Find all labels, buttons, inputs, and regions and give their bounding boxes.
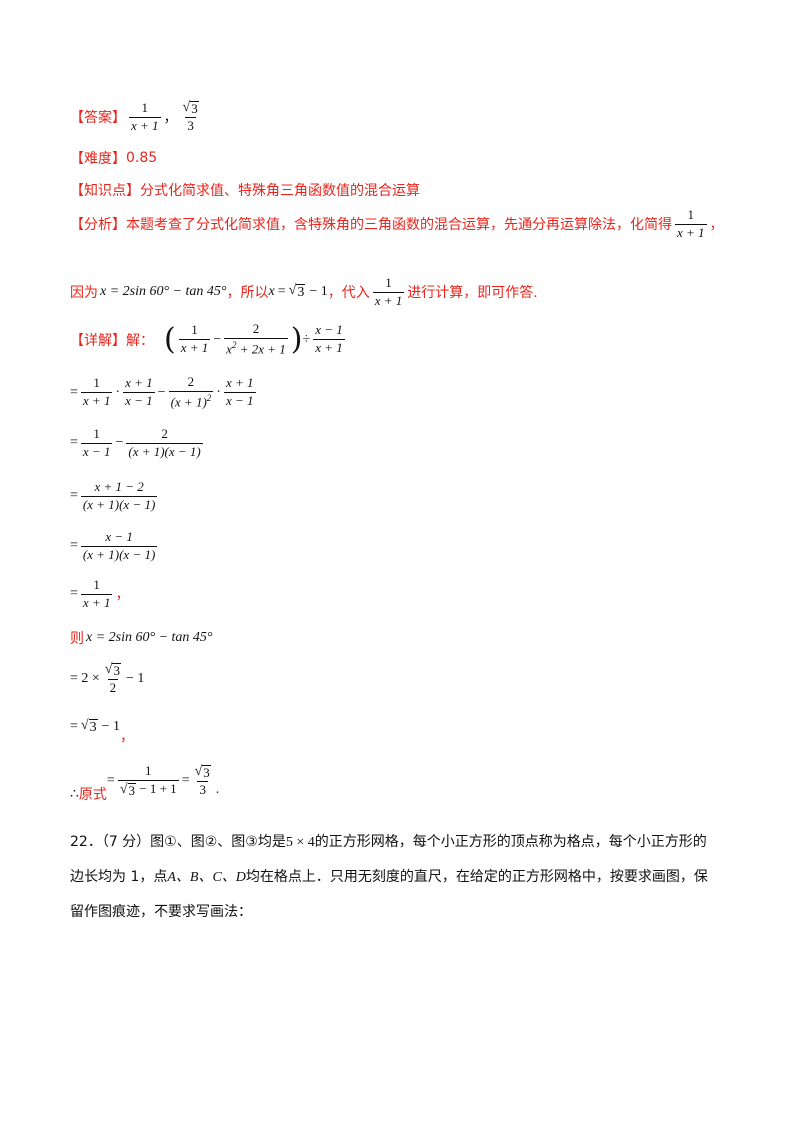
knowledge-label: 【知识点】 xyxy=(70,183,140,199)
detail-l5-frac: 1 x + 1 xyxy=(80,577,113,610)
analysis-expr-x: x = 2sin 60° − tan 45° xyxy=(100,284,227,300)
analysis-fraction-2: 1 x + 1 xyxy=(372,275,405,308)
detail-label: 【详解】 xyxy=(70,332,126,349)
detail-l4-eq: = xyxy=(70,538,78,554)
detail-l1-dot: · xyxy=(115,384,121,400)
detail-l7-frac: √3 2 xyxy=(104,662,121,696)
analysis-text-2d: 进行计算，即可作答. xyxy=(407,285,538,302)
detail-l9-eq-2: = xyxy=(181,773,190,788)
analysis-text-2b: ，所以 xyxy=(226,285,269,302)
detail-l1-dot-2: · xyxy=(216,384,221,400)
problem-22-text-1a: 22．（7 分）图①、图②、图③均是 xyxy=(70,834,286,850)
right-paren: ) xyxy=(290,321,303,357)
detail-l0-minus: − xyxy=(213,331,222,347)
detail-l9-label: 原式 xyxy=(78,787,107,803)
analysis-text-1: 本题考查了分式化简求值，含特殊角的三角函数的混合运算，先通分再运算除法，化简得 xyxy=(126,217,672,234)
detail-line-0: 【详解】 解： ( 1 x + 1 − 2 x2 + 2x + 1 ) ÷ x … xyxy=(70,321,348,357)
detail-line-9: ∴ 原式 = 1 √3 − 1 + 1 = √3 3 . xyxy=(70,758,219,804)
detail-l0-div: ÷ xyxy=(302,331,311,347)
detail-l2-frac-2: 2 (x + 1)(x − 1) xyxy=(126,426,203,459)
analysis-minus-one: − 1 xyxy=(309,284,328,300)
detail-l8-rest: − 1 xyxy=(101,719,120,734)
analysis-text-2c: ，代入 xyxy=(327,285,370,302)
detail-l1-minus: − xyxy=(157,384,166,400)
detail-l2-frac-1: 1 x − 1 xyxy=(80,426,113,459)
detail-line-8: = √3 − 1 ， xyxy=(70,708,134,746)
left-paren: ( xyxy=(164,321,176,357)
detail-l3-eq: = xyxy=(70,488,78,504)
problem-22-grid: 5 × 4 xyxy=(285,835,315,850)
detail-l5-eq: = xyxy=(70,586,78,602)
problem-22-text-1b: 的正方形网格，每个小正方形的顶点称为格点，每个小正方形的 xyxy=(314,834,707,850)
detail-line-4: = x − 1 (x + 1)(x − 1) xyxy=(70,529,160,563)
problem-22-points: A、B、C、D xyxy=(167,870,246,885)
detail-l8-sqrt: √3 xyxy=(80,717,98,735)
detail-l1-eq: = xyxy=(70,384,78,400)
detail-l0-frac-2: 2 x2 + 2x + 1 xyxy=(224,321,288,357)
problem-22-line-2: 边长均为 1，点A、B、C、D均在格点上．只用无刻度的直尺，在给定的正方形网格中… xyxy=(70,860,730,895)
detail-l9-period: . xyxy=(215,782,220,797)
analysis-sqrt: √3 xyxy=(288,283,306,301)
analysis-eq: = xyxy=(277,284,286,300)
analysis-label: 【分析】 xyxy=(70,217,126,234)
analysis-text-2a: 因为 xyxy=(70,285,98,302)
detail-l9-eq: = xyxy=(106,773,115,788)
answer-fraction-1: 1 x + 1 xyxy=(129,99,161,133)
detail-l8-eq: = xyxy=(70,719,78,734)
detail-line-3: = x + 1 − 2 (x + 1)(x − 1) xyxy=(70,479,160,513)
knowledge-line: 【知识点】 分式化简求值、特殊角三角函数值的混合运算 xyxy=(70,180,420,200)
answer-label: 【答案】 xyxy=(70,110,126,127)
detail-l2-eq: = xyxy=(70,435,78,451)
detail-line-1: = 1 x + 1 · x + 1 x − 1 − 2 (x + 1)2 · x… xyxy=(70,374,259,410)
problem-22-line-3: 留作图痕迹，不要求写画法： xyxy=(70,904,252,920)
answer-separator: ， xyxy=(163,110,178,127)
detail-l7-eq: = 2 × xyxy=(70,671,100,687)
detail-l1-frac-3: 2 (x + 1)2 xyxy=(168,374,214,410)
detail-l6-ze: 则 xyxy=(70,631,84,647)
detail-l8-comma: ， xyxy=(120,729,134,745)
detail-l2-minus: − xyxy=(115,435,124,451)
detail-line-2: = 1 x − 1 − 2 (x + 1)(x − 1) xyxy=(70,426,206,460)
problem-22-text-2a: 边长均为 1，点 xyxy=(70,869,168,885)
detail-l5-comma: ， xyxy=(115,587,130,604)
answer-fraction-2: √3 3 xyxy=(182,100,199,134)
analysis-line-1: 【分析】 本题考查了分式化简求值，含特殊角的三角函数的混合运算，先通分再运算除法… xyxy=(70,207,724,241)
problem-22-line-1: 22．（7 分）图①、图②、图③均是5 × 4的正方形网格，每个小正方形的顶点称… xyxy=(70,825,730,860)
answer-line: 【答案】 1 x + 1 ， √3 3 xyxy=(70,100,204,134)
detail-l7-rest: − 1 xyxy=(125,671,145,687)
analysis-fraction: 1 x + 1 xyxy=(675,207,707,240)
detail-line-5: = 1 x + 1 ， xyxy=(70,577,130,611)
detail-line-7: = 2 × √3 2 − 1 xyxy=(70,662,144,696)
detail-l6-expr: x = 2sin 60° − tan 45° xyxy=(86,630,213,645)
detail-l0-frac-3: x − 1 x + 1 xyxy=(313,322,345,356)
detail-l1-frac-1: 1 x + 1 xyxy=(80,375,113,409)
analysis-comma: ， xyxy=(709,217,724,234)
problem-22-text-2b: 均在格点上．只用无刻度的直尺，在给定的正方形网格中，按要求画图，保 xyxy=(245,869,708,885)
detail-l3-frac: x + 1 − 2 (x + 1)(x − 1) xyxy=(80,479,158,512)
detail-l1-frac-2: x + 1 x − 1 xyxy=(123,375,155,409)
detail-l9-frac-2: √3 3 xyxy=(194,763,211,798)
detail-solve: 解： xyxy=(126,332,154,349)
difficulty-line: 【难度】 0.85 xyxy=(70,148,157,168)
difficulty-value: 0.85 xyxy=(126,150,158,166)
difficulty-label: 【难度】 xyxy=(70,151,126,167)
detail-l4-frac: x − 1 (x + 1)(x − 1) xyxy=(80,529,158,562)
analysis-line-2: 因为 x = 2sin 60° − tan 45° ，所以 x = √3 − 1… xyxy=(70,275,538,309)
detail-l9-frac-1: 1 √3 − 1 + 1 xyxy=(117,762,179,798)
therefore-symbol: ∴ xyxy=(70,786,79,802)
problem-22: 22．（7 分）图①、图②、图③均是5 × 4的正方形网格，每个小正方形的顶点称… xyxy=(70,825,730,930)
detail-line-6: 则 x = 2sin 60° − tan 45° xyxy=(70,628,213,648)
knowledge-value: 分式化简求值、特殊角三角函数值的混合运算 xyxy=(140,183,420,199)
detail-l0-frac-1: 1 x + 1 xyxy=(178,322,211,356)
analysis-x-var: x xyxy=(268,284,275,300)
detail-l1-frac-4: x + 1 x − 1 xyxy=(223,375,256,409)
